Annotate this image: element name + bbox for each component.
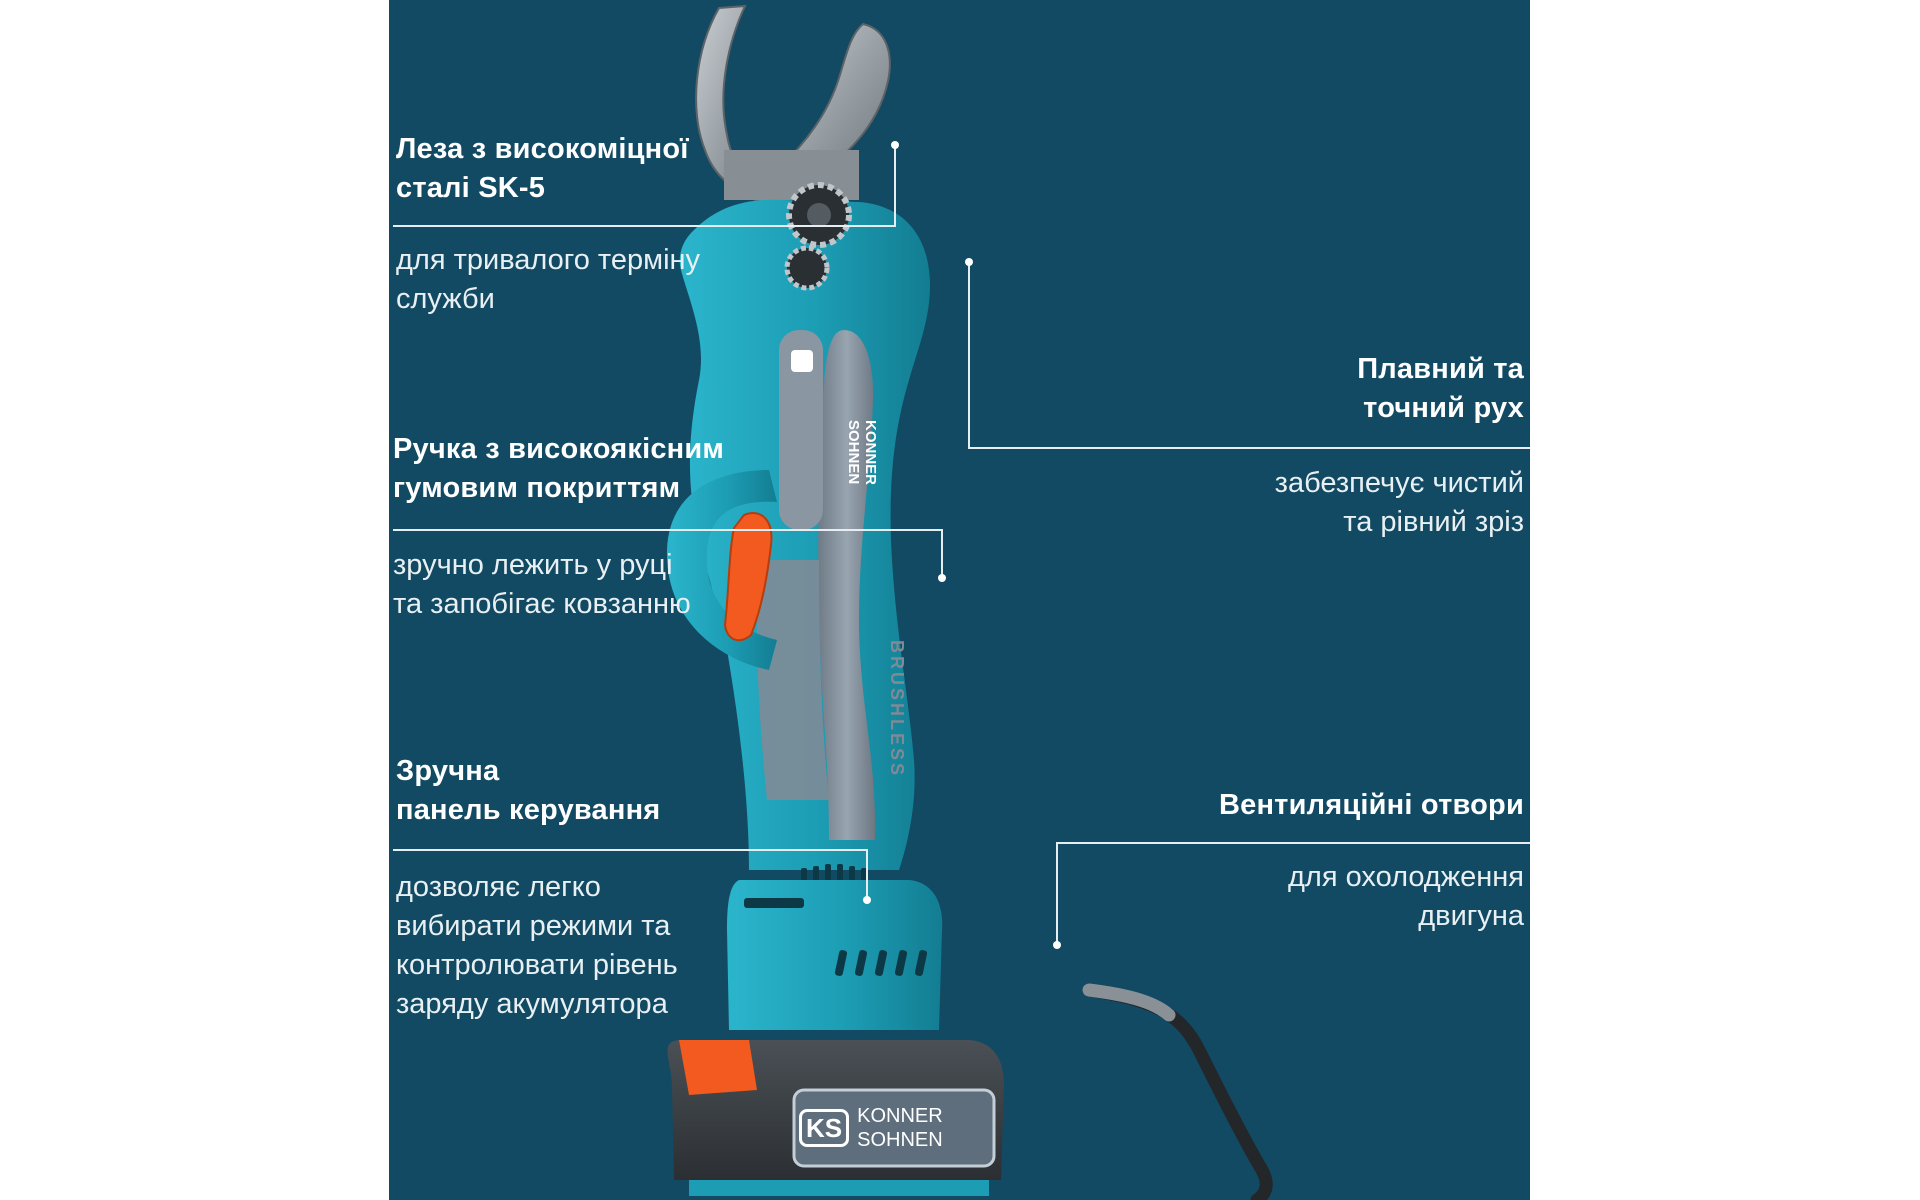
trigger [723,512,773,642]
product-infographic-panel: KONNER SOHNEN BRUSHLESS KS KONNER SOHNEN… [389,0,1530,1200]
motor-label: BRUSHLESS [887,640,907,779]
callout-control: Зручна панель керування дозволяє легко в… [396,752,836,1024]
power-cord [1082,983,1273,1200]
body-brand-label: KONNER SOHNEN [845,420,879,550]
leader-lines [393,145,1530,945]
callout-vents: Вентиляційні отвори для охолодження двиг… [1104,786,1524,936]
callout-control-desc: дозволяє легко вибирати режими та контро… [396,871,678,1020]
pruner-tool-illustration [393,4,1530,1200]
callout-vents-desc: для охолодження двигуна [1288,861,1524,932]
callout-handle-desc: зручно лежить у руці та запобігає ковзан… [393,549,691,620]
callout-vents-title: Вентиляційні отвори [1218,789,1524,821]
callout-handle-title: Ручка з високоякісним гумовим покриттям [393,433,725,504]
battery-brand-label: KS KONNER SOHNEN [799,1095,989,1161]
brand-line-2: SOHNEN [845,420,862,485]
vent-slots-lower [834,950,928,976]
callout-motion-desc: забезпечує чистий та рівний зріз [1274,467,1524,538]
brand-logo-icon: KS [799,1109,850,1147]
callout-control-title: Зручна панель керування [396,755,661,826]
battery-brand-line-1: KONNER [857,1105,943,1127]
callout-motion: Плавний та точний рух забезпечує чистий … [1104,350,1524,542]
callout-motion-title: Плавний та точний рух [1357,353,1524,424]
rubber-grip [818,330,876,840]
callout-handle: Ручка з високоякісним гумовим покриттям … [393,430,833,624]
battery-brand-line-2: SOHNEN [857,1129,943,1151]
callout-blades-desc: для тривалого терміну служби [396,244,701,315]
callout-blades-title: Леза з високоміцної сталі SK-5 [396,133,689,204]
brand-line-1: KONNER [862,420,879,486]
callout-blades: Леза з високоміцної сталі SK-5 для трива… [396,130,816,319]
